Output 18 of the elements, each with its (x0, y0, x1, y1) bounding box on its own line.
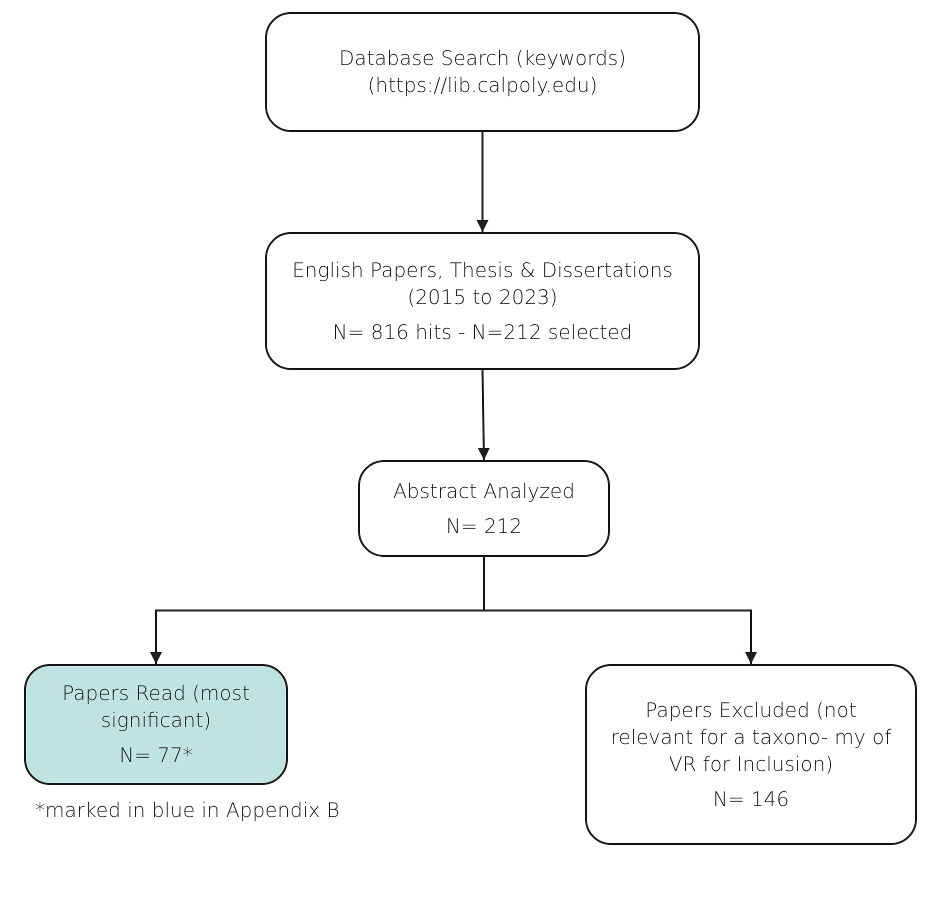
arrow (478, 370, 490, 460)
node-text: N= 816 hits - N=212 selected (332, 318, 632, 346)
highlighted-process-box (24, 664, 288, 785)
node-text: N= 77* (119, 742, 193, 769)
footnote: *marked in blue in Appendix B (35, 798, 340, 822)
arrow (483, 557, 757, 664)
node-text: Papers Read (most significant) (61, 680, 251, 734)
node-text: English Papers, Thesis & Dissertations (2015 to 2023) (291, 256, 674, 310)
process-box (265, 12, 700, 132)
process-box (585, 664, 917, 845)
node-text: Papers Excluded (not relevant for a taxono- my of VR for Inclusion) (610, 696, 892, 778)
process-box (265, 232, 700, 370)
node-text: N= 212 (446, 512, 522, 540)
arrow (476, 132, 488, 232)
node-text: N= 146 (712, 786, 790, 812)
node-text: Abstract Analyzed (393, 478, 575, 504)
process-box (358, 460, 610, 557)
node-text: Database Search (keywords) (https://lib.calpoly.edu) (338, 45, 628, 99)
